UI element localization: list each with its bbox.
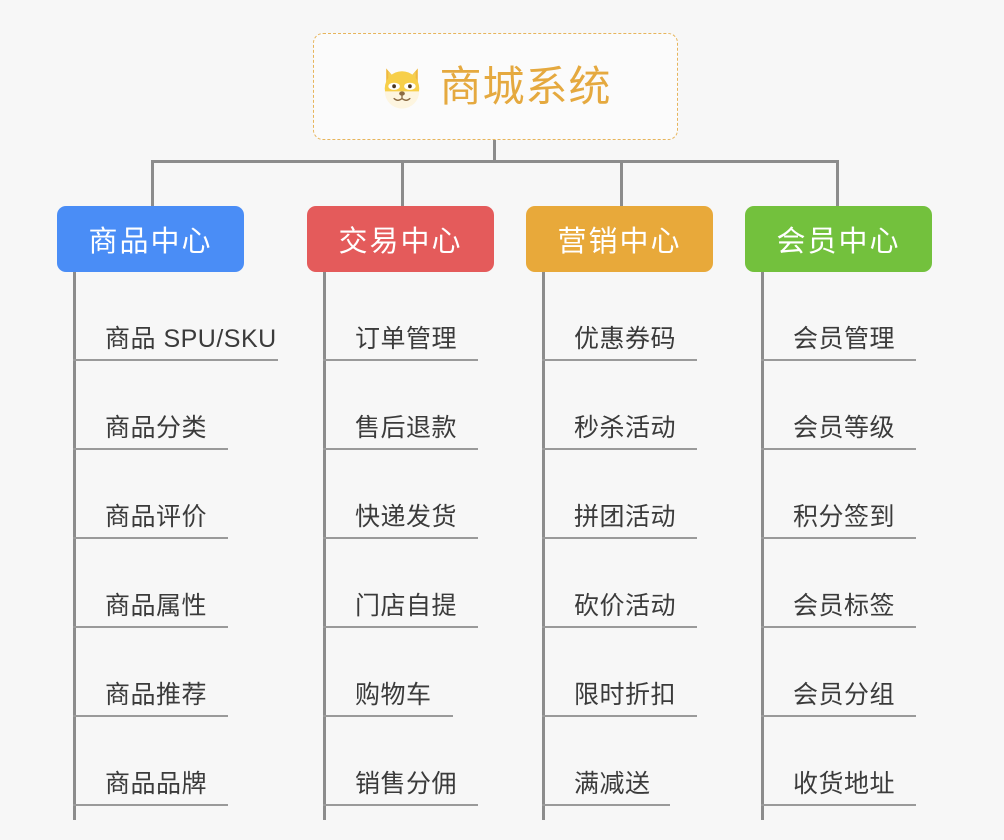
connector-root-vertical [493,140,496,162]
leaf-underline [542,448,697,450]
leaf-underline [542,804,670,806]
leaf-label: 会员分组 [793,681,896,709]
leaf-underline [542,359,697,361]
leaf-label: 满减送 [574,770,651,798]
leaf-label: 商品推荐 [105,681,208,709]
leaf-label: 会员管理 [793,325,896,353]
dog-face-icon [385,67,420,109]
category-box-member[interactable]: 会员中心 [745,206,932,272]
root-node[interactable]: 商城系统 [313,33,678,140]
leaf-label: 商品 SPU/SKU [105,325,277,353]
leaf-label: 秒杀活动 [574,414,677,442]
category-label: 交易中心 [338,226,463,258]
leaf-underline [323,537,478,539]
connector-drop-4 [836,160,839,208]
leaf-underline [73,448,228,450]
leaf-underline [323,359,478,361]
leaf-label: 售后退款 [355,414,458,442]
leaf-underline [73,537,228,539]
leaf-label: 购物车 [355,681,432,709]
leaf-underline [323,715,453,717]
leaf-underline [73,715,228,717]
leaf-underline [761,626,916,628]
leaf-underline [323,626,478,628]
connector-drop-2 [401,160,404,208]
leaf-underline [73,626,228,628]
branch-trunk [542,272,545,820]
leaf-label: 销售分佣 [355,770,458,798]
leaf-underline [542,715,697,717]
leaf-label: 商品分类 [105,414,208,442]
leaf-underline [761,359,916,361]
leaf-label: 砍价活动 [574,592,677,620]
leaf-label: 商品品牌 [105,770,208,798]
leaf-underline [73,804,228,806]
connector-drop-1 [151,160,154,208]
category-box-product[interactable]: 商品中心 [57,206,244,272]
leaf-underline [761,715,916,717]
connector-horizontal-bus [151,160,839,163]
category-box-trade[interactable]: 交易中心 [307,206,494,272]
category-box-marketing[interactable]: 营销中心 [526,206,713,272]
leaf-underline [73,359,278,361]
leaf-underline [761,537,916,539]
leaf-underline [761,804,916,806]
leaf-label: 限时折扣 [574,681,677,709]
leaf-label: 积分签到 [793,503,896,531]
category-label: 营销中心 [557,226,682,258]
leaf-label: 会员等级 [793,414,896,442]
leaf-label: 门店自提 [355,592,458,620]
connector-drop-3 [620,160,623,208]
category-label: 会员中心 [776,226,901,258]
leaf-label: 订单管理 [355,325,458,353]
leaf-label: 拼团活动 [574,503,677,531]
leaf-label: 快递发货 [355,503,458,531]
branch-trunk [761,272,764,820]
category-label: 商品中心 [88,226,213,258]
leaf-label: 商品评价 [105,503,208,531]
leaf-underline [323,804,478,806]
leaf-label: 商品属性 [105,592,208,620]
leaf-label: 优惠券码 [574,325,677,353]
branch-trunk [73,272,76,820]
leaf-underline [542,626,697,628]
root-title: 商城系统 [439,62,612,110]
leaf-label: 会员标签 [793,592,896,620]
leaf-underline [761,448,916,450]
leaf-underline [542,537,697,539]
branch-trunk [323,272,326,820]
leaf-label: 收货地址 [793,770,896,798]
leaf-underline [323,448,478,450]
